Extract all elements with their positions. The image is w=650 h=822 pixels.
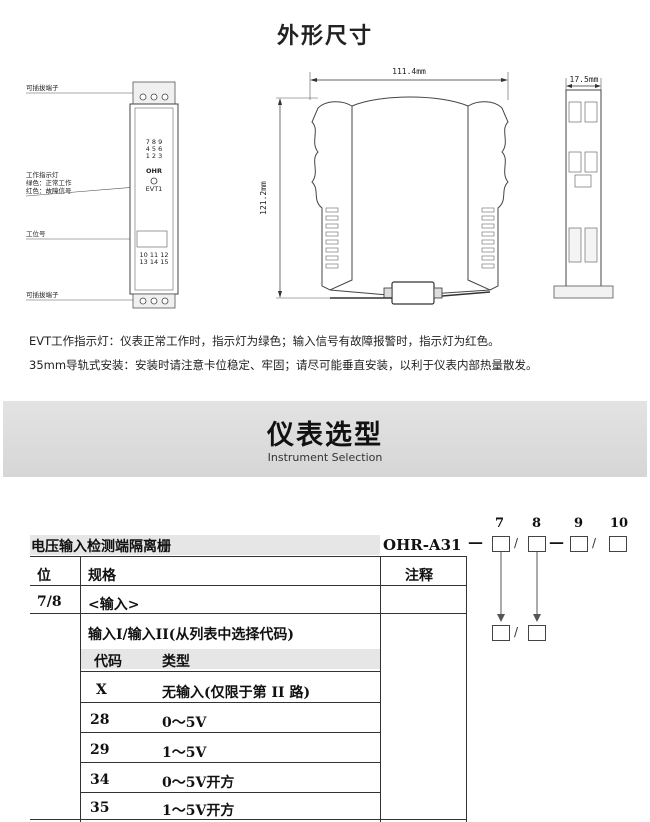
code-header: 代码 <box>94 654 122 670</box>
note-indicator: EVT工作指示灯：仪表正常工作时，指示灯为绿色；输入信号有故障报警时，指示灯为红… <box>29 334 500 348</box>
label-pluggable-terminal-bottom: 可插拔端子 <box>26 290 59 299</box>
note-mounting: 35mm导轨式安装：安装时请注意卡位稳定、牢固；请尽可能垂直安装，以利于仪表内部… <box>29 358 538 372</box>
code-box-9[interactable] <box>570 536 588 552</box>
code-value: X <box>96 682 107 698</box>
type-header: 类型 <box>162 654 190 670</box>
separator-slash: / <box>592 536 597 550</box>
arrow-down-icon <box>533 614 541 622</box>
width-dimension-label: 111.4mm <box>392 67 426 76</box>
header-position: 位 <box>37 568 51 584</box>
header-spec: 规格 <box>88 568 116 584</box>
label-indicator-red: 红色：故障信号 <box>26 186 72 195</box>
model-dash: — <box>549 533 564 551</box>
side-view: 111.4mm 121.2mm <box>259 67 509 305</box>
position-number: 8 <box>532 516 542 531</box>
position-number: 7 <box>495 516 505 531</box>
position-number: 9 <box>574 516 584 531</box>
row-title: <输入> <box>88 597 140 613</box>
label-indicator-green: 绿色：正常工作 <box>26 178 72 187</box>
model-dash: — <box>468 533 483 551</box>
product-name: 电压输入检测端隔离栅 <box>31 539 171 555</box>
front-row-3: 1 2 3 <box>146 152 163 160</box>
selection-subtitle: Instrument Selection <box>267 451 383 464</box>
type-value: 1～5V <box>162 745 207 761</box>
front-brand: OHR <box>146 167 162 175</box>
code-box-10[interactable] <box>609 536 627 552</box>
dimension-drawings: 可插拔端子 工作指示灯 绿色：正常工作 红色：故障信号 工位号 可插拔端子 7 … <box>25 67 614 309</box>
row-subtitle: 输入I/输入II(从列表中选择代码) <box>88 627 295 643</box>
result-box-input-1[interactable] <box>492 625 510 641</box>
separator-slash: / <box>514 536 519 550</box>
led-indicator-icon <box>150 177 158 185</box>
result-box-input-2[interactable] <box>528 625 546 641</box>
code-box-7[interactable] <box>492 536 510 552</box>
type-value: 无输入(仅限于第 II 路) <box>162 685 311 701</box>
front-row-5: 13 14 15 <box>140 258 169 266</box>
arrow-down-icon <box>497 614 505 622</box>
header-remark: 注释 <box>405 568 433 584</box>
front-led-label: EVT1 <box>146 185 163 193</box>
position-number: 10 <box>610 516 629 531</box>
arrow-connectors <box>497 552 541 622</box>
type-value: 0～5V <box>162 715 207 731</box>
label-indicator-title: 工作指示灯 <box>26 170 59 179</box>
code-value: 34 <box>90 772 110 788</box>
code-value: 35 <box>90 800 110 816</box>
end-view: 17.5mm <box>553 75 614 299</box>
front-row-2: 4 5 6 <box>146 145 163 153</box>
type-value: 0～5V开方 <box>162 775 235 791</box>
station-number-slot <box>136 230 168 248</box>
code-value: 28 <box>90 712 110 728</box>
code-value: 29 <box>90 742 110 758</box>
depth-dimension-label: 17.5mm <box>570 75 599 84</box>
front-row-4: 10 11 12 <box>140 251 169 259</box>
separator-slash: / <box>514 625 519 639</box>
selection-banner <box>3 401 647 477</box>
selection-title: 仪表选型 <box>267 420 383 451</box>
type-value: 1～5V开方 <box>162 803 235 819</box>
front-row-1: 7 8 9 <box>146 138 163 146</box>
label-station-no: 工位号 <box>26 229 46 238</box>
model-code: OHR-A31 <box>383 536 462 554</box>
label-pluggable-terminal-top: 可插拔端子 <box>26 83 59 92</box>
row-position: 7/8 <box>37 594 62 610</box>
section-title-dimensions: 外形尺寸 <box>276 24 373 49</box>
code-box-8[interactable] <box>528 536 546 552</box>
height-dimension-label: 121.2mm <box>259 181 268 215</box>
front-view: 7 8 9 4 5 6 1 2 3 OHR EVT1 10 11 12 13 1… <box>129 81 179 309</box>
